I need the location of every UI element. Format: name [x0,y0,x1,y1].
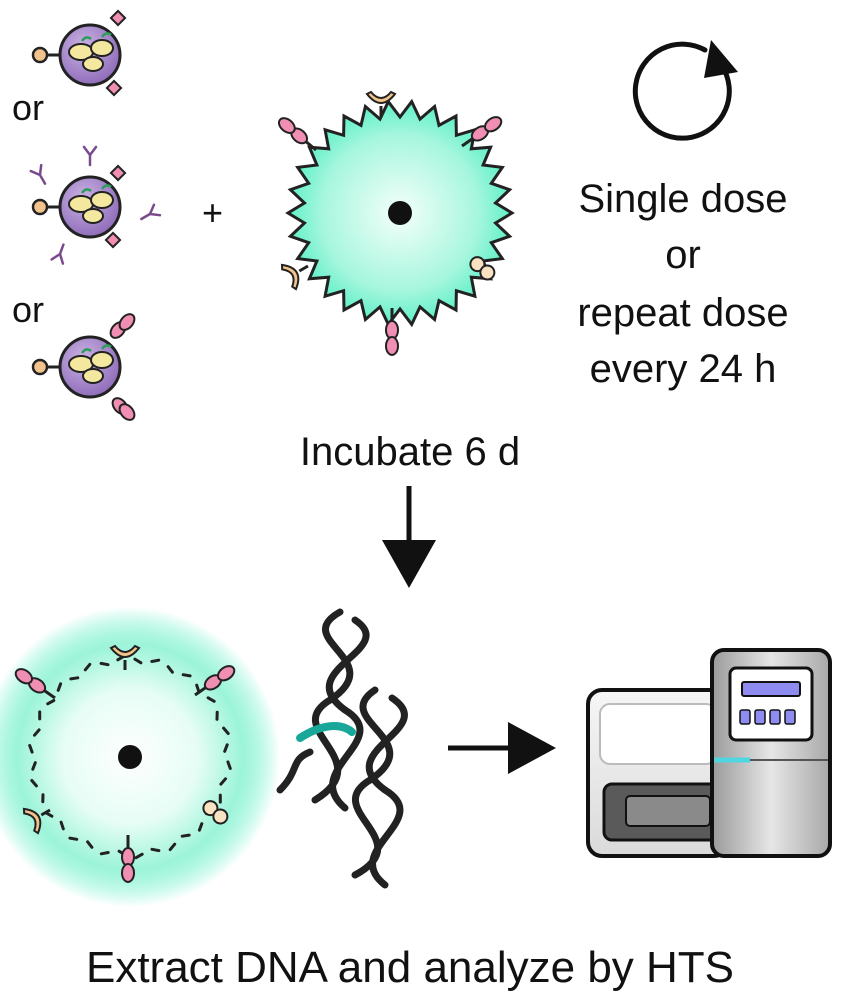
sequencer-icon [586,648,832,858]
dna-helices [276,608,408,889]
bottom-caption: Extract DNA and analyze by HTS [86,943,734,992]
vesicle-option-2 [29,145,162,265]
dose-line-1: Single dose [578,177,787,221]
dose-line-4: every 24 h [590,347,777,391]
vesicle-option-1 [31,9,127,97]
dose-line-2: or [665,233,701,277]
arrow-right-icon [448,722,556,774]
dose-line-3: repeat dose [577,291,788,335]
dose-text: Single dose or repeat dose every 24 h [577,177,788,391]
vesicle-option-3 [31,313,136,421]
or-label-1: or [12,87,44,128]
or-label-2: or [12,289,44,330]
plus-sign: + [202,192,223,233]
incubate-label: Incubate 6 d [300,430,520,474]
target-cell [274,90,515,357]
arrow-down-icon [382,486,436,588]
lysed-cell [0,607,280,907]
circular-arrow-icon [632,40,738,141]
